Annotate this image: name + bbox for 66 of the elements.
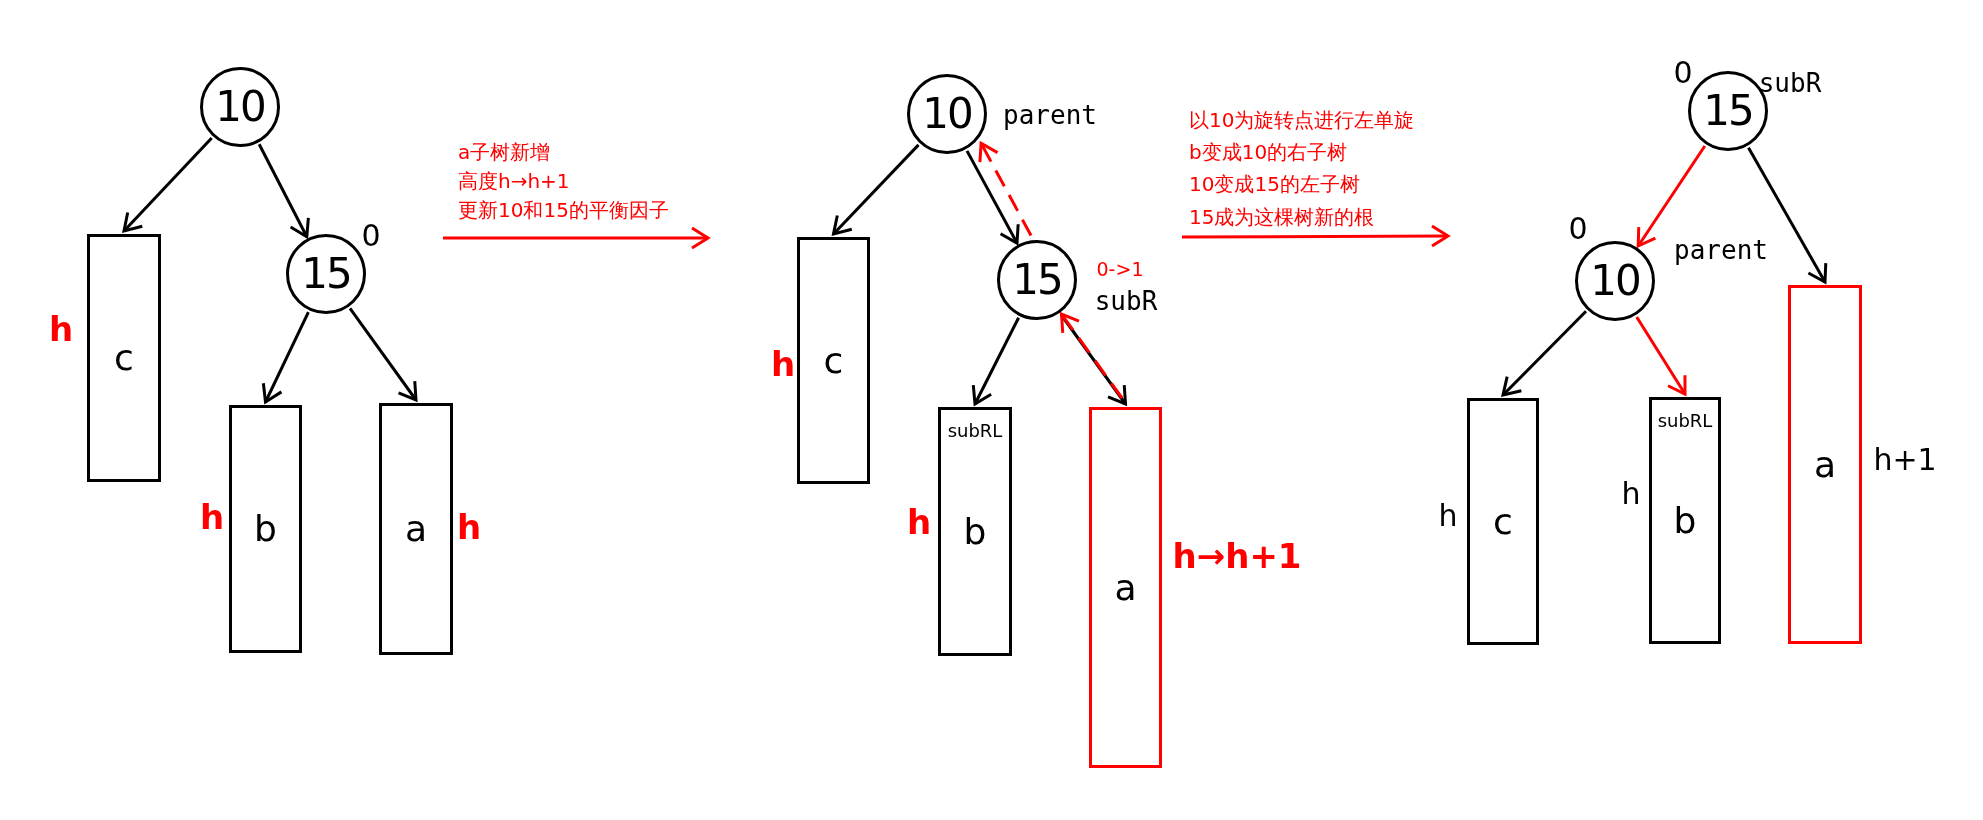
arrow — [971, 317, 1020, 406]
subtree-name: b — [963, 513, 987, 550]
pointer-label: subR — [1094, 288, 1158, 314]
height-label: h — [906, 505, 932, 539]
subtree-name: c — [1493, 503, 1513, 540]
subtree-box — [1089, 407, 1162, 768]
subtree-name: b — [254, 511, 277, 547]
height-label: h — [1621, 479, 1641, 509]
node-value: 10 — [215, 86, 265, 128]
balance-factor: 0 — [1568, 214, 1588, 244]
pointer-label: parent — [1674, 237, 1768, 263]
step-note: 以10为旋转点进行左单旋 — [1189, 110, 1415, 130]
node-value: 10 — [922, 93, 972, 135]
subtree-box — [1788, 285, 1862, 644]
node-value: 10 — [1590, 260, 1640, 302]
subtree-box — [379, 403, 453, 655]
subtree-box — [1649, 397, 1721, 644]
balance-factor: 0->1 — [1096, 259, 1144, 279]
subtree-name: a — [1813, 446, 1837, 483]
arrow — [965, 150, 1020, 245]
subtree-name: a — [1114, 569, 1137, 606]
height-label: h — [1438, 501, 1458, 531]
height-label: h — [48, 312, 74, 346]
arrow — [1635, 316, 1687, 396]
step-note: 高度h→h+1 — [458, 171, 570, 191]
arrow — [257, 143, 310, 239]
step-note: 10变成15的左子树 — [1189, 174, 1360, 194]
subtree-box — [87, 234, 161, 482]
arrow — [348, 307, 418, 402]
pointer-label: subRL — [1656, 410, 1714, 431]
step-note: 15成为这棵树新的根 — [1189, 207, 1375, 227]
subtree-name: c — [114, 340, 134, 376]
arrow — [1636, 145, 1707, 248]
subtree-name: a — [404, 511, 428, 547]
height-label: h→h+1 — [1172, 539, 1302, 573]
step-note: 更新10和15的平衡因子 — [458, 200, 669, 220]
subtree-box — [797, 237, 870, 484]
tree-node-circle — [997, 240, 1077, 320]
height-label: h — [199, 500, 225, 534]
subtree-box — [938, 407, 1012, 656]
height-label: h+1 — [1873, 445, 1937, 475]
height-label: h — [456, 510, 482, 544]
subtree-name: b — [1673, 502, 1697, 539]
arrow — [978, 141, 1033, 237]
arrow — [832, 143, 920, 236]
pointer-label: parent — [1003, 102, 1097, 128]
arrow — [261, 311, 310, 404]
balance-factor: 0 — [361, 221, 381, 251]
arrow — [1747, 146, 1828, 284]
pointer-label: subRL — [946, 420, 1004, 441]
tree-node-circle — [1575, 241, 1655, 321]
subtree-name: c — [823, 342, 844, 379]
balance-factor: 0 — [1673, 58, 1693, 88]
arrow — [122, 136, 213, 233]
node-value: 15 — [1012, 259, 1062, 301]
subtree-box — [1467, 398, 1539, 645]
arrow — [1501, 310, 1588, 397]
node-value: 15 — [1703, 90, 1753, 132]
pointer-label: subR — [1758, 70, 1822, 96]
subtree-box — [229, 405, 302, 653]
tree-node-circle — [907, 74, 987, 154]
step-note: b变成10的右子树 — [1189, 142, 1348, 162]
node-value: 15 — [301, 253, 351, 295]
height-label: h — [770, 347, 796, 381]
step-note: a子树新增 — [458, 142, 551, 162]
tree-node-circle — [200, 67, 280, 147]
